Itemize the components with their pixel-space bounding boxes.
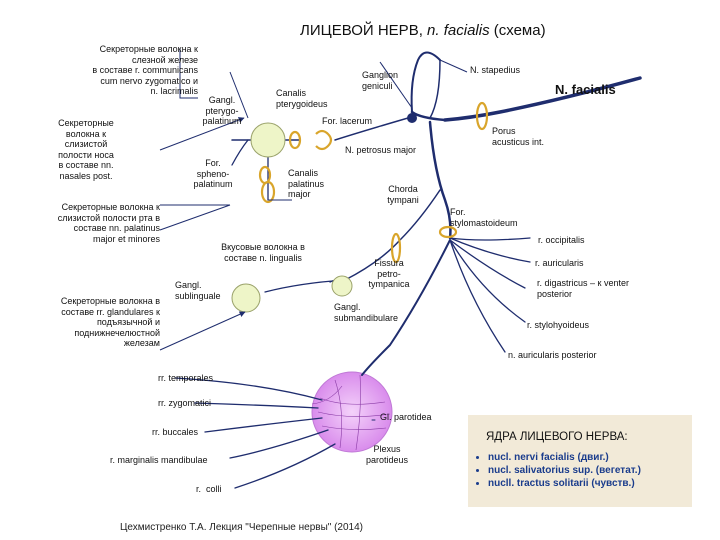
title-sub: (схема) <box>493 22 546 39</box>
title-latin: n. facialis <box>427 22 490 39</box>
label-canalis-pterygoideus: Canalis pterygoideus <box>276 88 328 109</box>
label-gl-parotidea: Gl. parotidea <box>380 412 432 422</box>
label-for-sphenopalatinum: For. spheno- palatinum <box>193 158 233 189</box>
label-r-digastricus: r. digastricus – к venter posterior <box>537 278 629 299</box>
label-r-marginalis: r. marginalis mandibulae <box>110 455 208 465</box>
footer-credit: Цехмистренко Т.А. Лекция "Черепные нервы… <box>120 522 364 533</box>
label-r-occipitalis: r. occipitalis <box>538 235 585 245</box>
label-plexus-parotideus: Plexus parotideus <box>365 444 409 465</box>
nuclei-heading: ЯДРА ЛИЦЕВОГО НЕРВА: <box>486 431 628 443</box>
parotid-gland <box>311 371 393 453</box>
nucleus-item: nucl. nervi facialis (двиг.) <box>488 451 641 464</box>
label-chorda-tympani: Chorda tympani <box>387 184 419 205</box>
foramina <box>258 101 489 264</box>
nuclei-box: ЯДРА ЛИЦЕВОГО НЕРВА: nucl. nervi faciali… <box>468 415 692 507</box>
label-ganglion-geniculi: Ganglion geniculi <box>362 70 399 91</box>
label-r-stylohyoideus: r. stylohyoideus <box>527 320 590 330</box>
label-gangl-sublinguale: Gangl. sublinguale <box>175 280 221 301</box>
label-canalis-palatinus: Canalis palatinus major <box>288 168 325 199</box>
label-rr-temporales: rr. temporales <box>158 373 214 383</box>
label-gland-secretory: Секреторные волокна в составе rr. glandu… <box>60 296 160 348</box>
title-main: ЛИЦЕВОЙ НЕРВ, <box>300 22 423 39</box>
leader-lines <box>159 48 468 351</box>
label-r-auricularis: r. auricularis <box>535 258 584 268</box>
label-oral-secretory: Секреторные волокна к слизистой полости … <box>57 202 160 244</box>
label-taste-fibers: Вкусовые волокна в составе n. lingualis <box>221 242 305 263</box>
label-rr-buccales: rr. buccales <box>152 427 199 437</box>
label-for-stylomastoideum: For. stylomastoideum <box>450 207 518 228</box>
label-r-colli: r. colli <box>196 484 222 494</box>
geniculate-ganglion <box>407 113 417 123</box>
sublingual-ganglion <box>231 283 261 313</box>
nucleus-item: nucll. tractus solitarii (чувств.) <box>488 477 641 490</box>
nucleus-item: nucl. salivatorius sup. (вегетат.) <box>488 464 641 477</box>
label-porus-acusticus: Porus acusticus int. <box>492 126 545 147</box>
submandibular-ganglion <box>331 275 353 297</box>
label-n-petrosus-major: N. petrosus major <box>345 145 417 155</box>
label-fissura-petrotympanica: Fissura petro- tympanica <box>368 258 410 289</box>
label-gangl-pterygopalatinum: Gangl. pterygo- palatinum <box>202 95 242 126</box>
pterygopalatine-ganglion <box>250 122 286 158</box>
label-rr-zygomatici: rr. zygomatici <box>158 398 212 408</box>
label-for-lacerum: For. lacerum <box>322 116 373 126</box>
label-n-auricularis-posterior: n. auricularis posterior <box>508 350 597 360</box>
diagram-title: ЛИЦЕВОЙ НЕРВ, n. facialis (схема) <box>300 22 546 39</box>
label-gangl-submandibulare: Gangl. submandibulare <box>334 302 399 323</box>
parotid-plexus-lines <box>311 374 391 451</box>
label-nasal-secretory: Секреторные волокна к слизистой полости … <box>58 118 114 181</box>
label-lacrimal-secretory: Секреторные волокна к слезной железе в с… <box>92 44 198 96</box>
label-n-facialis: N. facialis <box>555 82 616 97</box>
label-n-stapedius: N. stapedius <box>470 65 521 75</box>
nuclei-list: nucl. nervi facialis (двиг.) nucl. saliv… <box>470 451 641 490</box>
